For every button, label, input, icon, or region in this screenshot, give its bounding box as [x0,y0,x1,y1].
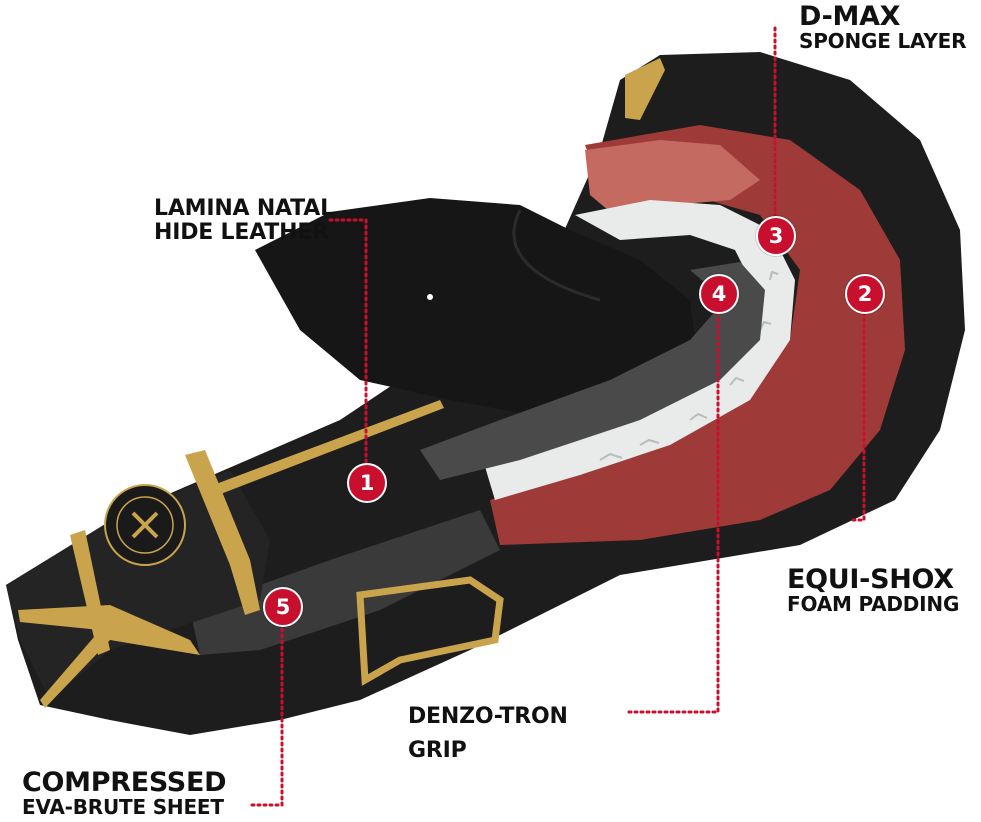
leader-line-1 [328,218,368,482]
callout-marker-3: 3 [756,216,796,256]
glove-cuff [6,470,270,700]
callout-marker-2: 2 [845,274,885,314]
foam-layer-red [490,125,905,545]
callout-marker-4: 4 [699,274,739,314]
red-foam-tongue [585,140,760,220]
foam-texture [599,270,779,461]
logo-x-mark [131,511,159,539]
callout-1-title: LAMINA NATAL [154,196,334,221]
callout-marker-5: 5 [263,587,303,627]
grip-core [420,262,765,480]
gold-stripe [200,400,444,500]
gold-trim-top [625,58,665,120]
callout-label-5: COMPRESSED EVA-BRUTE SHEET [22,767,227,820]
leader-line-5 [246,603,284,807]
callout-5-subtitle: EVA-BRUTE SHEET [22,795,224,820]
leader-line-2 [848,293,866,522]
callout-1-subtitle: HIDE LEATHER [154,219,329,245]
callout-label-2: EQUI-SHOX FOAM PADDING [787,565,959,616]
leader-line-4 [623,293,720,714]
logo-emblem-ring [116,496,174,554]
callout-4-title: DENZO-TRON [408,704,568,729]
leader-lines [246,26,866,807]
gold-cuff-band [185,450,260,615]
callout-5-title: COMPRESSED [22,767,227,798]
callout-label-3: D-MAX SPONGE LAYER [799,1,967,54]
callout-label-1: LAMINA NATAL HIDE LEATHER [154,197,334,245]
vent-hole [427,294,433,300]
callout-2-subtitle: FOAM PADDING [787,592,960,617]
callout-marker-1: 1 [347,463,387,503]
callout-label-4: DENZO-TRON GRIP [408,700,568,768]
callout-2-title: EQUI-SHOX [787,564,954,595]
callout-3-title: D-MAX [799,1,901,32]
thumb-crease [512,209,601,302]
gold-loop [356,576,504,686]
gold-strap-edge [18,605,200,708]
callout-3-subtitle: SPONGE LAYER [799,29,967,54]
callout-4-subtitle: GRIP [408,738,467,764]
